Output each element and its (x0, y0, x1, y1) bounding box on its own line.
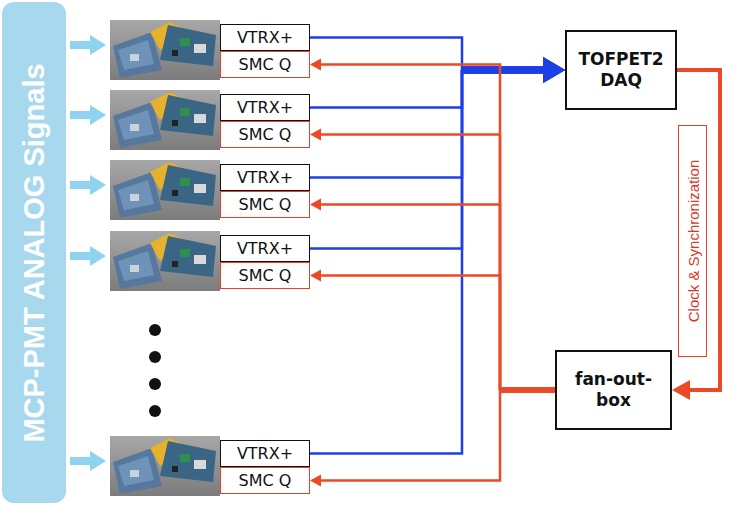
connector (310, 57, 565, 454)
wire (320, 65, 500, 391)
node-text: Clock & Synchronization (684, 160, 701, 323)
continuation-dots (149, 324, 161, 417)
controller-box: SMC Q (220, 191, 310, 218)
pcb-picture (110, 436, 220, 496)
connector (310, 57, 565, 249)
wire (310, 70, 462, 454)
node-text: MCP-PMT ANALOG Signals (18, 63, 51, 442)
daq-box: TOFPET2 DAQ (565, 30, 677, 110)
wire (310, 70, 462, 178)
wire (461, 67, 545, 74)
pcb-picture (110, 90, 220, 150)
node-text: SMC Q (239, 195, 292, 214)
wire (500, 388, 555, 393)
controller-box: SMC Q (220, 121, 310, 148)
arrowhead (310, 270, 321, 282)
transceiver-box: VTRX+ (220, 440, 310, 467)
wire (461, 67, 545, 74)
node-text: VTRX+ (237, 28, 293, 47)
node-text: SMC Q (239, 55, 292, 74)
arrowhead (310, 199, 321, 211)
connector (310, 59, 555, 391)
node-text: VTRX+ (237, 239, 293, 258)
arrowhead (672, 380, 690, 400)
connector (310, 199, 555, 391)
arrowhead (543, 57, 565, 83)
connector (310, 57, 565, 178)
node-text: SMC Q (239, 266, 292, 285)
connector (310, 270, 555, 391)
node-text: fan-out-box (570, 369, 658, 412)
arrowhead (543, 57, 565, 83)
transceiver-box: VTRX+ (220, 235, 310, 262)
pcb-picture (110, 20, 220, 80)
node-text: TOFPET2 DAQ (571, 49, 671, 92)
pcb-picture (110, 231, 220, 291)
wire (320, 390, 500, 481)
signal-band: MCP-PMT ANALOG Signals (2, 2, 66, 503)
wire (500, 388, 555, 393)
connector (310, 38, 565, 84)
node-text: SMC Q (239, 471, 292, 490)
node-text: SMC Q (239, 125, 292, 144)
wire (461, 67, 545, 74)
wire (310, 70, 462, 108)
transceiver-box: VTRX+ (220, 94, 310, 121)
node-text: VTRX+ (237, 98, 293, 117)
arrowhead (310, 129, 321, 141)
node-text: VTRX+ (237, 168, 293, 187)
arrowhead (543, 57, 565, 83)
arrowhead (543, 57, 565, 83)
fanout-box: fan-out-box (555, 350, 672, 430)
connector (310, 390, 555, 487)
controller-box: SMC Q (220, 467, 310, 494)
clock-label-box: Clock & Synchronization (678, 125, 707, 357)
wire (461, 67, 545, 74)
wire (500, 388, 555, 393)
arrowhead (310, 59, 321, 71)
connector (310, 129, 555, 391)
arrowhead (310, 475, 321, 487)
wire (461, 67, 545, 74)
wire (320, 135, 500, 391)
pcb-picture (110, 160, 220, 220)
wire (320, 276, 500, 391)
node-text: VTRX+ (237, 444, 293, 463)
wire (677, 70, 720, 390)
wire (500, 388, 555, 393)
connector (672, 70, 720, 400)
transceiver-box: VTRX+ (220, 164, 310, 191)
wire (320, 205, 500, 391)
transceiver-box: VTRX+ (220, 24, 310, 51)
wire (310, 70, 462, 249)
controller-box: SMC Q (220, 262, 310, 289)
arrowhead (543, 57, 565, 83)
controller-box: SMC Q (220, 51, 310, 78)
wire (500, 388, 555, 393)
signal-arrows (70, 35, 106, 471)
